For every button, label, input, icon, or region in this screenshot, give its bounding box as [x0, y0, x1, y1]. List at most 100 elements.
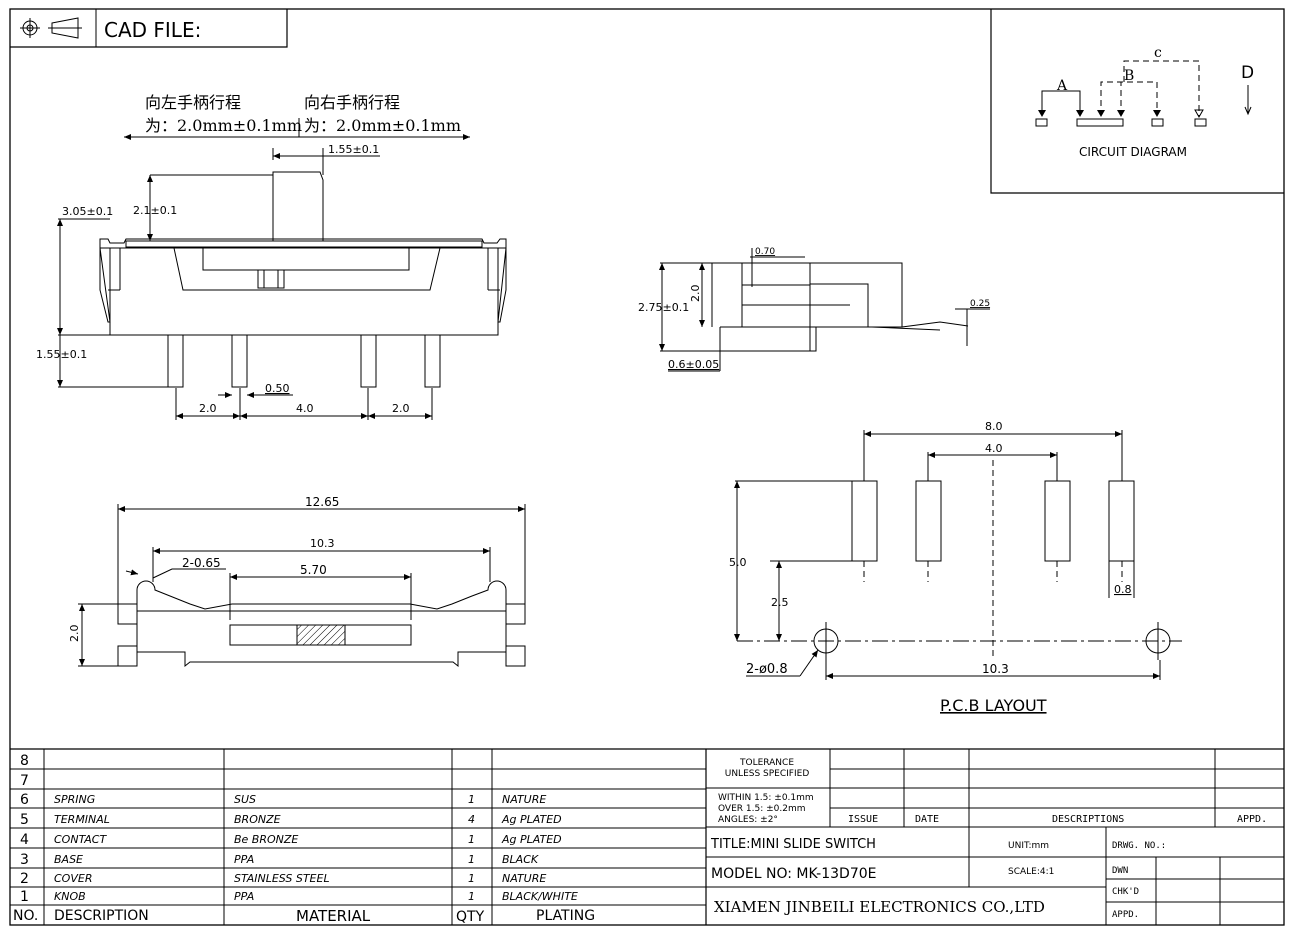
- terminal-pin: [424, 334, 441, 388]
- bom-header-no: NO.: [13, 908, 38, 924]
- dim-bottom-radius: 2-0.65: [182, 556, 221, 570]
- circuit-label-b: B: [1124, 68, 1134, 84]
- circuit-diagram: A B c D CIRCUIT DIAGRAM: [990, 9, 1284, 194]
- dim-side-top: 0.70: [755, 247, 775, 257]
- front-view: 向左手柄行程 为：2.0mm±0.1mm 向右手柄行程 为：2.0mm±0.1m…: [36, 93, 507, 420]
- dim-handle-width: 1.55±0.1: [328, 143, 379, 156]
- bom-row-qty: 1: [468, 853, 475, 866]
- pcb-pad: [915, 480, 942, 562]
- dim-bottom-slot: 5.70: [300, 563, 327, 577]
- dim-pcb-height: 5.0: [729, 556, 747, 569]
- switch-knob: [272, 171, 324, 242]
- terminal-pin: [360, 334, 377, 388]
- bom-row-plating: Ag PLATED: [501, 833, 562, 846]
- bom-row-material: Be BRONZE: [234, 833, 298, 846]
- bom-row-no: 5: [20, 812, 29, 828]
- bom-row-no: 3: [20, 852, 29, 868]
- dim-handle-height: 2.1±0.1: [133, 204, 177, 217]
- cad-file-label: CAD FILE:: [104, 18, 201, 42]
- dim-pcb-pad-width: 0.8: [1114, 583, 1132, 596]
- tolerance-within: WITHIN 1.5: ±0.1mm: [718, 793, 814, 803]
- bom-row-plating: NATURE: [502, 793, 546, 806]
- bom-row-description: SPRING: [54, 793, 95, 806]
- dim-side-height: 2.75±0.1: [638, 301, 689, 314]
- bom-row-qty: 4: [468, 813, 475, 826]
- bom-row-no: 4: [20, 832, 29, 848]
- dim-pin-length: 1.55±0.1: [36, 348, 87, 361]
- drawn-by-label: DWN: [1112, 866, 1128, 876]
- bom-row-description: KNOB: [54, 890, 86, 903]
- pcb-pad: [851, 480, 878, 562]
- hatched-knob-section: [296, 624, 346, 646]
- travel-right-line1: 向右手柄行程: [304, 93, 400, 112]
- dim-pcb-holes: 2-ø0.8: [746, 662, 788, 677]
- dim-side-inner: 2.0: [689, 285, 702, 303]
- revision-issue-header: ISSUE: [848, 814, 878, 825]
- circuit-label-a: A: [1056, 78, 1068, 94]
- bom-row-qty: 1: [468, 833, 475, 846]
- dim-pin-width: 0.50: [265, 382, 290, 395]
- bom-row-plating: BLACK: [502, 853, 539, 866]
- pcb-pad: [1044, 480, 1071, 562]
- bottom-view: 12.65 10.3 5.70 2-0.65 2.0: [68, 495, 526, 668]
- bom-row-plating: Ag PLATED: [501, 813, 562, 826]
- scale-label: SCALE:4:1: [1008, 867, 1054, 877]
- model-number: MODEL NO: MK-13D70E: [711, 866, 876, 882]
- dim-bottom-height: 2.0: [68, 625, 81, 643]
- tolerance-line2: UNLESS SPECIFIED: [725, 769, 810, 779]
- bom-row-material: PPA: [234, 853, 254, 866]
- unit-label: UNIT:mm: [1008, 841, 1049, 851]
- dim-side-thickness: 0.25: [970, 299, 990, 309]
- tolerance-block: TOLERANCE UNLESS SPECIFIED WITHIN 1.5: ±…: [718, 758, 1267, 825]
- drawing-frame: [9, 8, 1285, 926]
- bom-header-material: MATERIAL: [296, 907, 371, 925]
- bom-row-no: 6: [20, 792, 29, 808]
- dim-pcb-hole-span: 10.3: [982, 662, 1009, 676]
- pcb-pad: [1108, 480, 1135, 562]
- company-name: XIAMEN JINBEILI ELECTRONICS CO.,LTD: [714, 898, 1045, 916]
- terminal-pin: [167, 334, 184, 388]
- pcb-caption: P.C.B LAYOUT: [940, 696, 1047, 715]
- terminal-pin: [231, 334, 248, 388]
- dim-bottom-total: 12.65: [305, 495, 339, 509]
- checked-by-label: CHK'D: [1112, 887, 1139, 897]
- bom-row-description: COVER: [54, 872, 92, 885]
- bom-row-qty: 1: [468, 872, 475, 885]
- side-view: 0.70 2.75±0.1 2.0 0.6±0.05 0.25: [638, 247, 990, 372]
- drawing-title: TITLE:MINI SLIDE SWITCH: [710, 837, 876, 852]
- pcb-layout: 8.0 4.0 5.0 2.5 0.8 10.3 2-ø0.8 P.C.B LA…: [729, 420, 1182, 715]
- approved-by-label: APPD.: [1112, 910, 1139, 920]
- tolerance-over: OVER 1.5: ±0.2mm: [718, 804, 805, 814]
- bom-header-description: DESCRIPTION: [54, 908, 149, 924]
- bom-row-description: CONTACT: [54, 833, 107, 846]
- circuit-label-c: c: [1154, 45, 1162, 61]
- circuit-caption: CIRCUIT DIAGRAM: [1079, 145, 1187, 159]
- bom-row-qty: 1: [468, 890, 475, 903]
- dim-bottom-hole-span: 10.3: [310, 537, 335, 550]
- bom-header-qty: QTY: [456, 909, 485, 925]
- bom-header-plating: PLATING: [536, 908, 595, 924]
- bom-row-material: BRONZE: [234, 813, 281, 826]
- dim-pitch-mid: 4.0: [296, 402, 314, 415]
- bom-row-material: PPA: [234, 890, 254, 903]
- bill-of-materials: 8 7 6 SPRING SUS 1 NATURE 5 TERMINAL BRO…: [13, 753, 595, 925]
- dim-pcb-outer: 8.0: [985, 420, 1003, 433]
- dim-pcb-pad-offset: 2.5: [771, 596, 789, 609]
- revision-date-header: DATE: [915, 814, 939, 825]
- dim-body-height: 3.05±0.1: [62, 205, 113, 218]
- dim-side-bottom: 0.6±0.05: [668, 358, 719, 371]
- bom-row-material: STAINLESS STEEL: [234, 872, 330, 885]
- bom-row-description: BASE: [54, 853, 83, 866]
- revision-descriptions-header: DESCRIPTIONS: [1052, 814, 1124, 825]
- tolerance-line1: TOLERANCE: [739, 758, 794, 768]
- travel-left-line1: 向左手柄行程: [145, 93, 241, 112]
- bom-row-no: 1: [20, 889, 29, 905]
- first-angle-projection-icon: [20, 17, 82, 39]
- drawing-number-label: DRWG. NO.:: [1112, 841, 1166, 851]
- title-block-grid: [10, 748, 1284, 925]
- bom-row-material: SUS: [234, 793, 256, 806]
- dim-pcb-inner: 4.0: [985, 442, 1003, 455]
- bom-empty-row-no: 7: [20, 773, 29, 789]
- circuit-label-d: D: [1241, 63, 1254, 83]
